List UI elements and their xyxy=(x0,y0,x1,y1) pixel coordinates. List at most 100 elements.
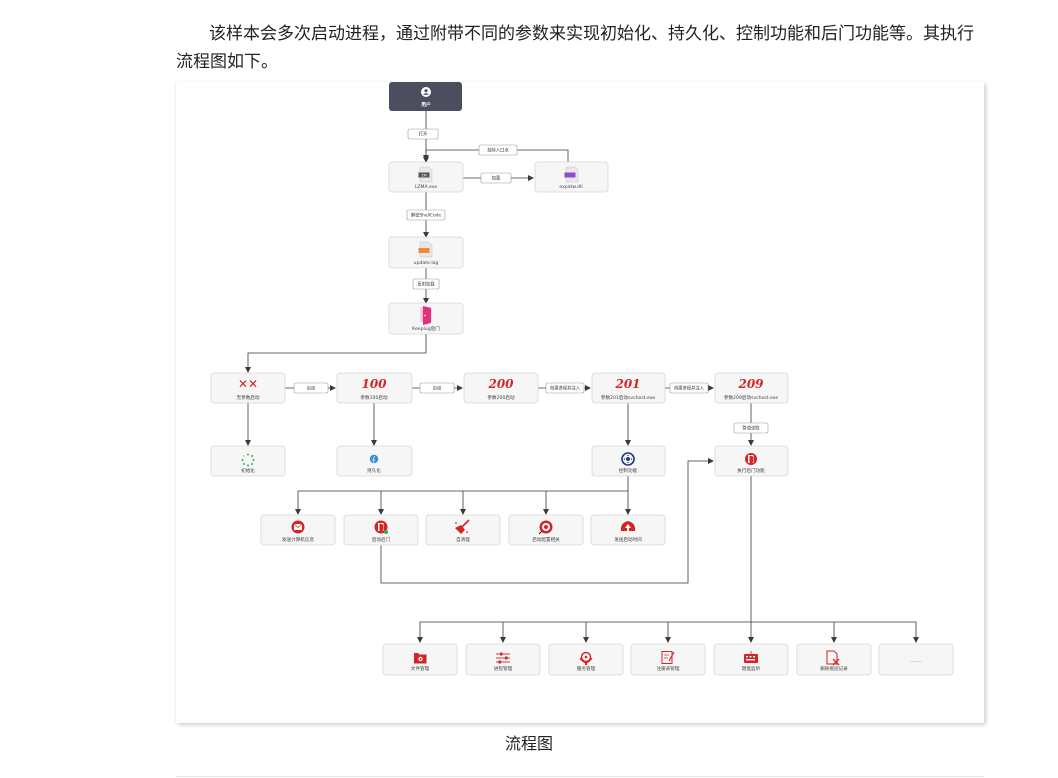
node-backdoor-exec: 执行后门功能 xyxy=(714,445,789,477)
node-keylogger: 键盘监听 xyxy=(713,643,789,676)
node-no-param-label: 无参数启动 xyxy=(237,394,260,401)
door-icon xyxy=(420,306,432,325)
edge-keeplug-noparam xyxy=(245,334,427,373)
user-icon xyxy=(424,89,428,93)
num-201-icon: 201 xyxy=(614,377,640,391)
node-send-start-time: 发送启动时间 xyxy=(590,514,666,546)
node-param-209-label: 参数209启动svchost.exe xyxy=(724,394,778,401)
upload-time-icon xyxy=(620,521,636,532)
node-control-label: 控制功能 xyxy=(619,467,638,474)
folder-icon xyxy=(414,653,427,664)
node-reg-mgmt: 注册表管理 xyxy=(630,643,706,676)
node-lzma-label: LZMA.exe xyxy=(415,184,438,190)
node-start-backdoor: 启动后门 xyxy=(343,514,419,546)
node-start-config: 启动配置相关 xyxy=(508,514,584,546)
label-open-text: 打开 xyxy=(419,131,428,138)
label-load-text: 加载 xyxy=(492,175,501,182)
label-decrypt-shellcode-text: 解密ShellCode xyxy=(411,212,441,219)
node-proc-mgmt: 进程管理 xyxy=(465,643,541,676)
broom-icon xyxy=(455,519,470,534)
spinner-icon xyxy=(241,453,255,467)
node-cleanup: 自清理 xyxy=(425,514,501,546)
label-inject-1-text: 创建进程并注入 xyxy=(550,385,581,392)
node-file-mgmt-label: 文件管理 xyxy=(411,665,430,672)
config-target-icon xyxy=(538,520,553,535)
num-200-icon: 200 xyxy=(487,377,514,391)
mail-icon xyxy=(291,520,305,534)
label-inject-1: 创建进程并注入 xyxy=(545,382,585,394)
edge-exec-delete xyxy=(751,621,837,643)
num-209-icon: 209 xyxy=(737,377,764,391)
node-reg-mgmt-label: 注册表管理 xyxy=(657,665,680,672)
node-cleanup-label: 自清理 xyxy=(456,536,470,543)
node-param-201: 201 参数201启动svchost.exe xyxy=(591,372,666,404)
node-svc-mgmt: 服务管理 xyxy=(548,643,624,676)
label-pipe-read-text: 管道读取 xyxy=(742,425,760,432)
door-start-icon xyxy=(374,520,388,534)
node-delete-records-label: 删除痕迹记录 xyxy=(820,665,848,672)
label-inject-2: 创建进程并注入 xyxy=(669,382,709,394)
door-exec-icon xyxy=(745,453,757,465)
edge-startbackdoor-exec xyxy=(380,458,714,584)
node-svc-mgmt-label: 服务管理 xyxy=(577,665,596,672)
dll-file-icon xyxy=(564,166,579,183)
no-param-x-icon: ✕✕ xyxy=(238,377,258,391)
node-send-info-label: 发送计算机信息 xyxy=(282,536,315,543)
label-start-1-text: 启动 xyxy=(307,385,316,392)
node-send-start-time-label: 发送启动时间 xyxy=(614,536,642,543)
persistence-icon xyxy=(369,454,379,464)
label-open: 打开 xyxy=(407,128,439,140)
node-more: …… xyxy=(878,643,954,676)
node-param-100-label: 参数100启动 xyxy=(360,394,388,401)
node-keeplug-label: Keeplug后门 xyxy=(412,325,440,332)
control-icon xyxy=(621,452,635,466)
service-icon xyxy=(579,651,593,665)
node-user-label: 用户 xyxy=(420,101,431,108)
bottom-divider xyxy=(176,776,984,777)
node-expatw: expatw.dll xyxy=(534,161,609,193)
nodes: 用户 ZM LZMA.exe expatw.dll xyxy=(210,82,954,676)
node-persist: 持久化 xyxy=(336,445,413,477)
node-more-label: …… xyxy=(910,657,922,664)
edge-labels: 打开 劫持入口点 加载 解密ShellCode 反射加载 启动 启动 创建进程 xyxy=(293,128,769,434)
node-keylogger-label: 键盘监听 xyxy=(742,665,761,672)
label-load: 加载 xyxy=(480,172,512,184)
delete-doc-icon xyxy=(826,650,840,666)
exe-file-icon: ZM xyxy=(418,166,433,183)
label-reflective-load-text: 反射加载 xyxy=(417,281,435,288)
node-persist-label: 持久化 xyxy=(367,467,381,474)
label-hijack-entry-text: 劫持入口点 xyxy=(487,147,509,154)
node-update-log: update.log xyxy=(388,236,464,269)
log-file-icon xyxy=(418,241,433,258)
node-param-100: 100 参数100启动 xyxy=(336,372,413,404)
label-hijack-entry: 劫持入口点 xyxy=(478,144,518,156)
figure-caption: 流程图 xyxy=(504,734,553,753)
label-start-2: 启动 xyxy=(419,382,455,394)
node-expatw-label: expatw.dll xyxy=(559,184,582,190)
label-start-2-text: 启动 xyxy=(433,385,442,392)
node-param-201-label: 参数201启动svchost.exe xyxy=(601,394,655,401)
node-init-label: 初始化 xyxy=(241,467,255,474)
node-backdoor-exec-label: 执行后门功能 xyxy=(737,467,765,474)
node-control: 控制功能 xyxy=(591,445,666,477)
node-param-209: 209 参数209启动svchost.exe xyxy=(714,372,789,404)
intro-paragraph: 该样本会多次启动进程，通过附带不同的参数来实现初始化、持久化、控制功能和后门功能… xyxy=(176,24,974,72)
num-100-icon: 100 xyxy=(361,377,387,391)
node-delete-records: 删除痕迹记录 xyxy=(796,643,872,676)
label-pipe-read: 管道读取 xyxy=(733,422,769,434)
node-start-config-label: 启动配置相关 xyxy=(532,536,560,543)
keyboard-icon xyxy=(744,651,758,663)
node-file-mgmt: 文件管理 xyxy=(382,643,458,676)
node-param-200: 200 参数200启动 xyxy=(463,372,539,404)
node-lzma: ZM LZMA.exe xyxy=(388,161,464,193)
flowchart-figure: 打开 劫持入口点 加载 解密ShellCode 反射加载 启动 启动 创建进程 xyxy=(176,82,984,723)
node-proc-mgmt-label: 进程管理 xyxy=(494,665,513,672)
exe-tag: ZM xyxy=(421,173,426,177)
label-inject-2-text: 创建进程并注入 xyxy=(674,385,705,392)
label-decrypt-shellcode: 解密ShellCode xyxy=(406,209,446,221)
label-reflective-load: 反射加载 xyxy=(412,278,440,290)
node-send-info: 发送计算机信息 xyxy=(260,514,336,546)
sliders-icon xyxy=(496,652,510,664)
label-start-1: 启动 xyxy=(293,382,329,394)
registry-edit-icon xyxy=(661,651,675,664)
